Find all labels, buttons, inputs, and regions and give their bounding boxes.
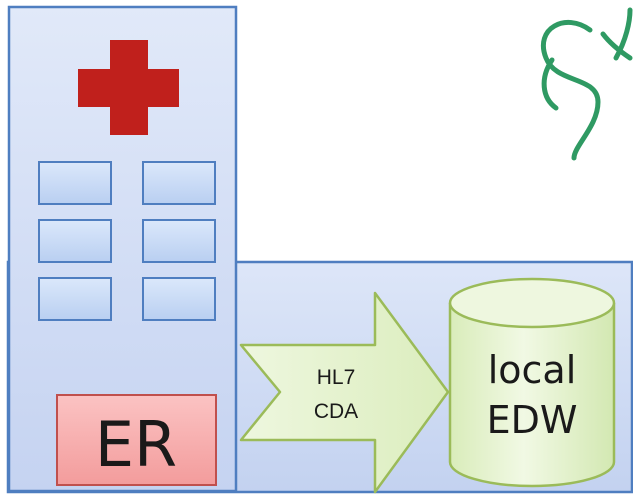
window — [38, 219, 112, 263]
database-cylinder-icon: local EDW — [448, 277, 616, 488]
window — [142, 161, 216, 205]
edw-label-line1: local — [488, 348, 577, 392]
edw-label-line2: EDW — [487, 398, 578, 442]
er-box — [56, 394, 217, 486]
green-logo-icon — [541, 7, 633, 161]
hl7-cda-arrow: HL7 CDA — [239, 291, 450, 494]
window — [142, 219, 216, 263]
cda-label: CDA — [314, 400, 358, 423]
window — [38, 161, 112, 205]
window — [38, 277, 112, 321]
window — [142, 277, 216, 321]
red-cross-icon — [78, 40, 179, 135]
hl7-label: HL7 — [317, 366, 356, 389]
hospital-building: ER — [7, 5, 238, 493]
er-label: ER — [95, 408, 177, 481]
building-windows — [38, 161, 216, 321]
